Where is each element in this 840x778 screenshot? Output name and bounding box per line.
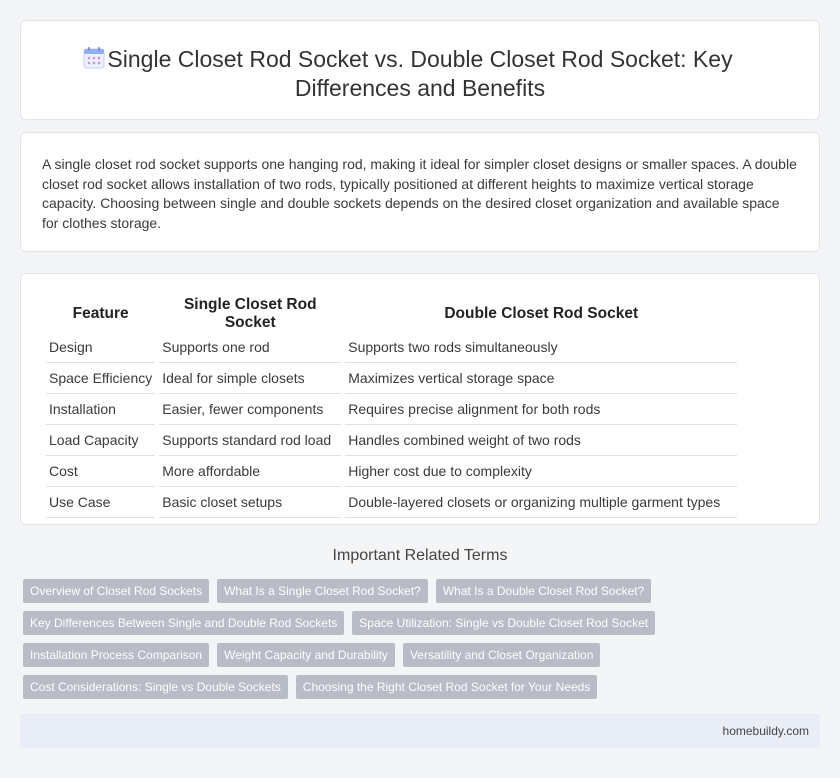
related-term-link[interactable]: Versatility and Closet Organization [402, 643, 601, 667]
intro-card: A single closet rod socket supports one … [20, 132, 820, 252]
related-term-link[interactable]: Key Differences Between Single and Doubl… [23, 611, 345, 635]
cell-feature: Installation [46, 394, 156, 425]
header-double: Double Closet Rod Socket [444, 305, 639, 322]
related-term-link[interactable]: What Is a Single Closet Rod Socket? [217, 579, 428, 603]
cell-double: Double-layered closets or organizing mul… [345, 487, 738, 518]
cell-feature: Cost [46, 456, 156, 487]
cell-single: Ideal for simple closets [159, 363, 342, 394]
tag-row: Installation Process Comparison Weight C… [23, 643, 823, 667]
table-row: Load Capacity Supports standard rod load… [46, 425, 738, 456]
cell-double: Supports two rods simultaneously [345, 332, 738, 363]
cell-single: Supports one rod [159, 332, 342, 363]
cell-feature: Design [46, 332, 156, 363]
cell-double: Handles combined weight of two rods [345, 425, 738, 456]
table-row: Space Efficiency Ideal for simple closet… [46, 363, 738, 394]
tag-row: Cost Considerations: Single vs Double So… [23, 675, 823, 699]
header-single: Single Closet Rod Socket [183, 296, 317, 331]
page-title: Single Closet Rod Socket vs. Double Clos… [107, 46, 733, 101]
related-terms-list: Overview of Closet Rod Sockets What Is a… [23, 579, 823, 707]
table-row: Use Case Basic closet setups Double-laye… [46, 487, 738, 518]
related-term-link[interactable]: What Is a Double Closet Rod Socket? [435, 579, 652, 603]
tag-row: Key Differences Between Single and Doubl… [23, 611, 823, 635]
cell-double: Maximizes vertical storage space [345, 363, 738, 394]
table-row: Installation Easier, fewer components Re… [46, 394, 738, 425]
related-term-link[interactable]: Space Utilization: Single vs Double Clos… [352, 611, 656, 635]
cell-single: Supports standard rod load [159, 425, 342, 456]
tag-row: Overview of Closet Rod Sockets What Is a… [23, 579, 823, 603]
site-link[interactable]: homebuildy.com [722, 724, 809, 738]
table-row: Cost More affordable Higher cost due to … [46, 456, 738, 487]
table-row: Design Supports one rod Supports two rod… [46, 332, 738, 363]
intro-paragraph: A single closet rod socket supports one … [42, 156, 797, 231]
calendar-icon [83, 47, 105, 69]
related-term-link[interactable]: Weight Capacity and Durability [217, 643, 395, 667]
header-feature: Feature [72, 305, 129, 322]
cell-single: More affordable [159, 456, 342, 487]
footer: homebuildy.com [20, 714, 820, 748]
comparison-card: Feature Single Closet Rod Socket Double … [20, 273, 820, 525]
cell-single: Easier, fewer components [159, 394, 342, 425]
cell-single: Basic closet setups [159, 487, 342, 518]
comparison-table: Feature Single Closet Rod Socket Double … [42, 296, 741, 518]
related-term-link[interactable]: Choosing the Right Closet Rod Socket for… [295, 675, 598, 699]
cell-feature: Use Case [46, 487, 156, 518]
cell-feature: Space Efficiency [46, 363, 156, 394]
table-header-row: Feature Single Closet Rod Socket Double … [46, 296, 737, 332]
related-term-link[interactable]: Cost Considerations: Single vs Double So… [23, 675, 288, 699]
related-terms-heading: Important Related Terms [332, 547, 508, 564]
title-card: Single Closet Rod Socket vs. Double Clos… [20, 20, 820, 120]
cell-feature: Load Capacity [46, 425, 156, 456]
related-term-link[interactable]: Installation Process Comparison [23, 643, 210, 667]
cell-double: Higher cost due to complexity [345, 456, 738, 487]
related-term-link[interactable]: Overview of Closet Rod Sockets [23, 579, 210, 603]
cell-double: Requires precise alignment for both rods [345, 394, 738, 425]
